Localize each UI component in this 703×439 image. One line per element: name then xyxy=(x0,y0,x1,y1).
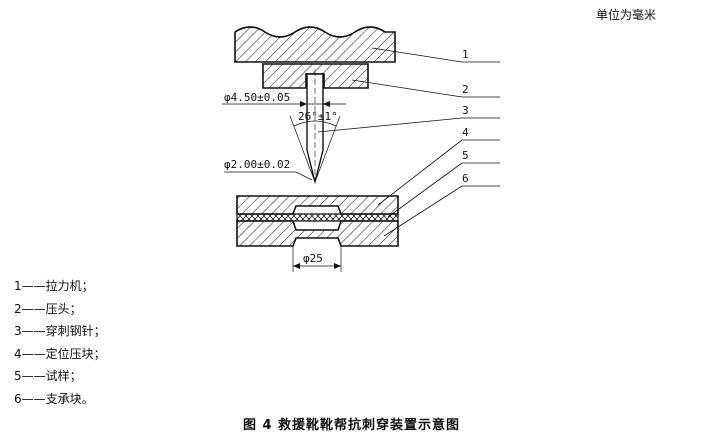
legend-item: 6——支承块。 xyxy=(14,391,94,406)
tensile-machine-block xyxy=(234,26,396,63)
legend-item: 4——定位压块； xyxy=(14,346,106,361)
callout-3: 3 xyxy=(462,104,469,117)
callout-6: 6 xyxy=(462,172,469,185)
indenter-head xyxy=(262,63,369,89)
figure-caption: 图 4 救援靴靴帮抗刺穿装置示意图 xyxy=(242,418,461,433)
unit-note: 单位为毫米 xyxy=(596,8,657,22)
support-hole-dim: φ25 xyxy=(303,252,323,265)
callout-1: 1 xyxy=(462,48,469,61)
legend-item: 5——试样； xyxy=(14,369,82,383)
legend-item: 1——拉力机； xyxy=(14,279,94,293)
legend-item: 3——穿刺钢针； xyxy=(14,324,106,338)
callout-2: 2 xyxy=(462,83,469,96)
legend-item: 2——压头； xyxy=(14,301,82,316)
callout-5: 5 xyxy=(462,149,469,162)
legend: 1——拉力机； 2——压头； 3——穿刺钢针； 4——定位压块； 5——试样； … xyxy=(14,275,106,410)
support-block xyxy=(236,220,399,247)
tip-angle-dim: 26°±1° xyxy=(298,110,338,123)
callout-4: 4 xyxy=(462,126,469,139)
specimen xyxy=(236,213,399,222)
tip-diameter-dim: φ2.00±0.02 xyxy=(224,158,290,171)
hole-diameter-dim: φ4.50±0.05 xyxy=(224,91,290,104)
positioning-block xyxy=(236,195,399,215)
